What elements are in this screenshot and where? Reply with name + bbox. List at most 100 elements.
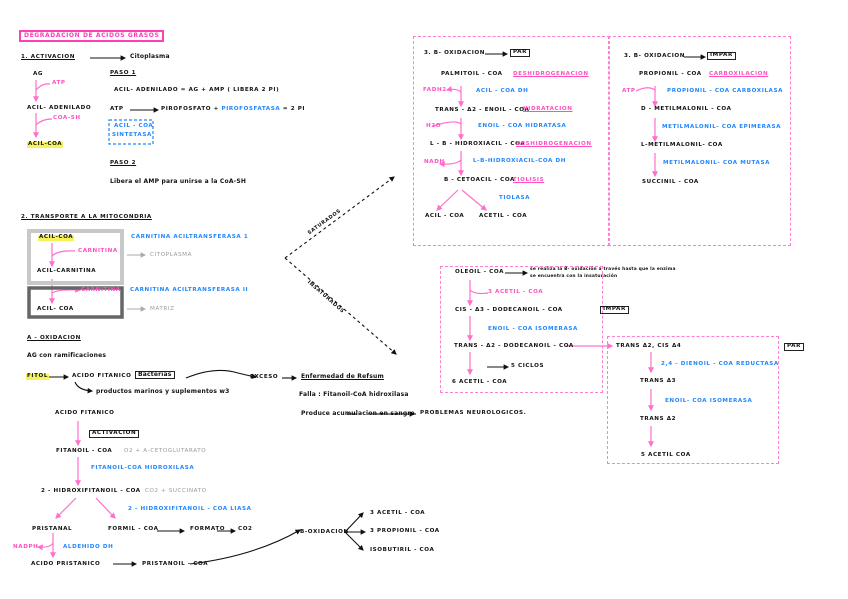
insat-ciclos: 5 CICLOS [511, 363, 545, 369]
step-succinil: SUCCINIL - COA [642, 179, 699, 185]
enzyme-aldehido-dh: ALDEHIDO DH [63, 544, 114, 550]
enzyme-dienoil-reductasa: 2,4 - DIENOIL - COA REDUCTASA [661, 361, 779, 367]
node-formil-coa: FORMIL - COA [108, 526, 159, 532]
process-tiolisis: TIOLISIS [513, 177, 545, 183]
activacion-location: Citoplasma [130, 53, 170, 60]
node-fitanoil-coa: FITANOIL - COA [56, 448, 113, 454]
enzyme-acil-coa-dh: ACIL - COA DH [476, 88, 529, 94]
node-acil-coa: ACIL-COA [27, 141, 64, 148]
transporte-acil-coa: ACIL-COA [38, 234, 75, 241]
enzyme-enoil-hidratasa: ENOIL - COA HIDRATASA [478, 123, 567, 129]
node-acil-adenilado: ACIL- ADENILADO [27, 105, 92, 111]
section-heading-alpha: α - OXIDACION [27, 335, 81, 341]
beta-impar-heading: 3. B- OXIDACION [624, 53, 686, 59]
step-trans-cis: TRANS Δ2, CIS Δ4 [616, 343, 682, 349]
tag-par: PAR [510, 49, 531, 57]
enzyme-fitanoil-hidroxilasa: FITANOIL-COA HIDROXILASA [91, 465, 195, 471]
section-heading-transporte: 2. TRANSPORTE A LA MITOCONDRIA [21, 214, 152, 220]
beta-par-heading: 3. B- OXIDACION [424, 50, 486, 56]
node-ag: AG [33, 71, 44, 77]
insat-5-acetil: 5 ACETIL COA [641, 452, 691, 458]
section-heading-activacion: 1. ACTIVACION [21, 54, 75, 60]
step-l-metilmalonil: L-METILMALONIL- COA [641, 142, 723, 148]
node-pristanal: PRISTANAL [32, 526, 73, 532]
transporte-acil-coa-2: ACIL- COA [37, 306, 74, 312]
alpha-subtitle: AG con ramificaciones [27, 352, 107, 359]
cofactor-h2o: H2O [426, 123, 442, 129]
enzyme-mutasa: METILMALONIL- COA MUTASA [663, 160, 771, 166]
step-cetoacil: B - CETOACIL - COA [444, 177, 515, 183]
step-trans-2: TRANS Δ2 [640, 416, 677, 422]
step-d-metilmalonil: D - METILMALONIL - COA [641, 106, 732, 112]
node-beta-oxidacion: B-OXIDACION [300, 529, 349, 535]
enzyme-hidroxiacil-dh: L-B-HIDROXIACIL-COA DH [473, 158, 567, 164]
node-fitol: FITOL [26, 373, 50, 380]
node-acido-pristanico: ACIDO PRISTANICO [31, 561, 101, 567]
matriz-box [27, 286, 124, 319]
paso-2-text: Libera el AMP para unirse a la CoA-SH [110, 178, 247, 185]
product-acetil-coa: ACETIL - COA [479, 213, 528, 219]
product-acil-coa: ACIL - COA [425, 213, 465, 219]
cofactor-nadh: NADH [424, 159, 445, 165]
enzyme-box [108, 119, 154, 145]
tag-par-insat: PAR [784, 343, 805, 351]
enzyme-liasa: 2 - HIDROXIFITANOIL - COA LIASA [128, 506, 252, 512]
alpha-co2: CO2 + SUCCINATO [145, 488, 207, 494]
product-propionil: 3 PROPIONIL - COA [370, 528, 440, 534]
node-acido-fitanico: ACIDO FITANICO [72, 373, 132, 379]
process-hidratacion: HIDRATACION [523, 106, 573, 112]
refsum-falla: Falla : Fitanoil-CoA hidroxilasa [299, 391, 409, 398]
insat-note-2: se encuentra con la insaturación [530, 274, 618, 279]
saturados-branch [284, 176, 395, 259]
enfermedad-refsum: Enfermedad de Refsum [301, 373, 384, 380]
cofactor-coa-sh: CoA-SH [53, 115, 81, 121]
paso-1-heading: PASO 1 [110, 70, 137, 76]
transporte-carnitina-1: CARNITINA [78, 248, 118, 254]
tag-activacion: ACTIVACION [89, 430, 140, 438]
enzyme-epimerasa: METILMALONIL- COA EPIMERASA [662, 124, 782, 130]
insat-impar-panel [440, 266, 603, 393]
refsum-problemas: PROBLEMAS NEUROLOGICOS. [420, 410, 527, 416]
transporte-acil-carnitina: ACIL-CARNITINA [37, 268, 97, 274]
product-isobutiril: ISOBUTIRIL - COA [370, 547, 435, 553]
paso-2-heading: PASO 2 [110, 160, 137, 166]
product-acetil: 3 ACETIL - COA [370, 510, 426, 516]
insat-par-panel [607, 336, 779, 464]
step-palmitoil: PALMITOIL - COA [441, 71, 503, 77]
citoplasma-box [27, 229, 124, 285]
process-deshidrogenacion-1: DESHIDROGENACION [513, 71, 589, 77]
paso-1-pirofosfato: PIROFOSFATO + PIROFOSFATASA = 2 Pi [161, 106, 306, 112]
location-citoplasma: CITOPLASMA [150, 252, 193, 258]
insat-note-1: se realiza la B- oxidación a través hast… [530, 267, 676, 272]
tag-impar-insat: IMPAR [600, 306, 629, 314]
beta-par-panel [413, 36, 610, 246]
cofactor-fadh2: FADH2 [423, 87, 447, 93]
process-carboxilacion: CARBOXILACION [709, 71, 769, 77]
cofactor-atp-impar: ATP [622, 88, 636, 94]
refsum-produce: Produce acumulacion en sangre [301, 410, 415, 417]
step-trans-enoil: TRANS - Δ2 - ENOIL - COA [435, 107, 530, 113]
node-hidroxifitanoil: 2 - HIDROXIFITANOIL - COA [41, 488, 141, 494]
insat-6-acetil: 6 ACETIL - COA [452, 379, 508, 385]
cofactor-nadph: NADPH [13, 544, 39, 550]
tag-bacterias: Bacterias [135, 371, 175, 379]
step-hidroxiacil: L - B - HIDROXIACIL - COA [430, 141, 526, 147]
node-formato: FORMATO [190, 526, 226, 532]
step-oleoil: OLEOIL - COA [455, 269, 504, 275]
node-co2: CO2 [238, 526, 253, 532]
alpha-o2: O2 + α-CETOGLUTARATO [124, 448, 207, 454]
node-acido-fitanico-2: ACIDO FITANICO [55, 410, 115, 416]
process-deshidrogenacion-2: DESHIDROGENACION [516, 141, 592, 147]
enzyme-cat-1: CARNITINA ACILTRANSFERASA 1 [131, 234, 249, 240]
tag-impar: IMPAR [707, 52, 736, 60]
location-matriz: MATRIZ [150, 306, 175, 312]
alpha-exceso: EXCESO [250, 374, 279, 380]
beta-impar-panel [608, 36, 791, 246]
enzyme-propionil-carboxilasa: PROPIONIL - COA CARBOXILASA [667, 88, 784, 94]
transporte-carnitina-2: CARNITINA [81, 287, 121, 293]
insat-3-acetil: 3 ACETIL - COA [488, 289, 544, 295]
enzyme-enoil-isomerasa: ENOIL - COA ISOMERASA [488, 326, 578, 332]
enzyme-acil-coa-sintetasa-2: SINTETASA [112, 132, 152, 138]
enzyme-pirofosfatasa: PIROFOSFATASA [221, 106, 281, 112]
